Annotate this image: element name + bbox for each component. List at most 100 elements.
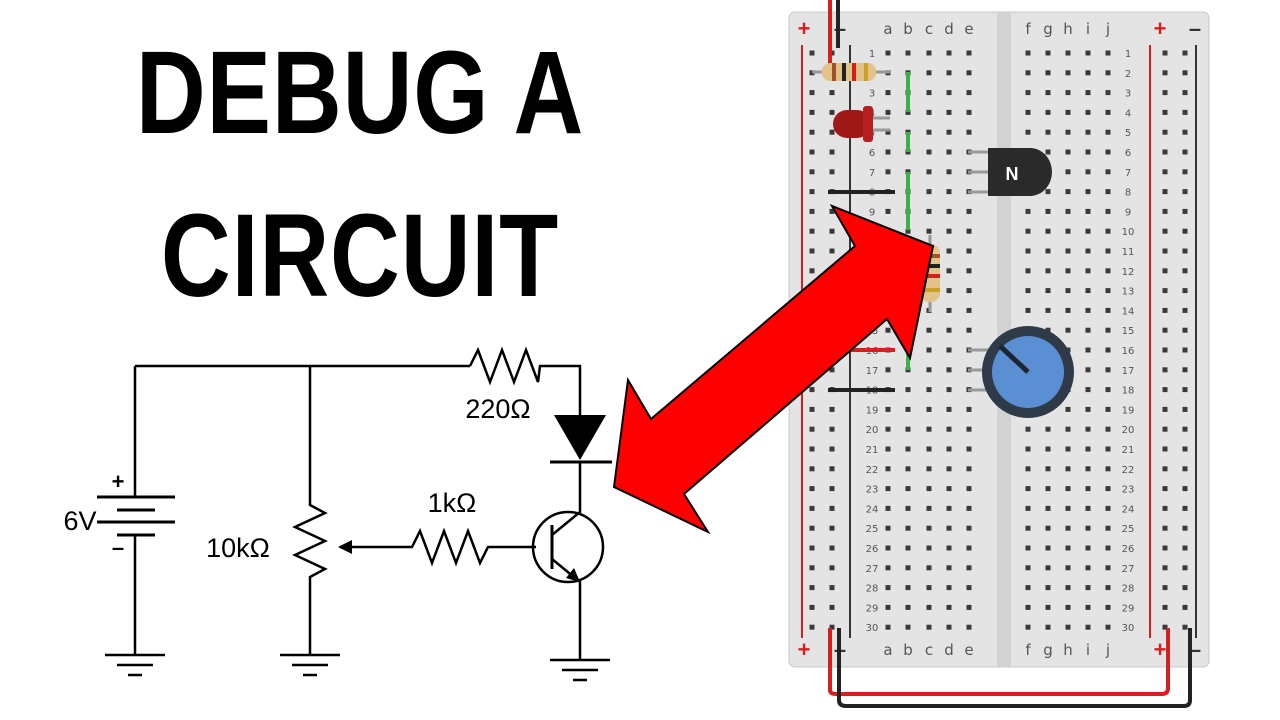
breadboard-hole xyxy=(1182,545,1188,551)
breadboard-hole xyxy=(1065,604,1071,610)
breadboard-hole xyxy=(1025,70,1031,76)
breadboard-hole xyxy=(1045,624,1051,630)
breadboard-hole xyxy=(1065,50,1071,56)
row-label-right: 27 xyxy=(1122,564,1135,575)
breadboard-hole xyxy=(1025,50,1031,56)
breadboard-hole xyxy=(1182,228,1188,234)
breadboard-hole xyxy=(809,466,815,472)
breadboard-hole xyxy=(885,90,891,96)
breadboard-hole xyxy=(885,565,891,571)
breadboard-hole xyxy=(1065,228,1071,234)
breadboard-hole xyxy=(1045,109,1051,115)
breadboard-hole xyxy=(905,604,911,610)
breadboard-hole xyxy=(829,169,835,175)
breadboard-hole xyxy=(926,426,932,432)
breadboard-hole xyxy=(966,228,972,234)
row-label-left: 6 xyxy=(869,148,875,159)
breadboard-hole xyxy=(829,228,835,234)
ground-symbol-2 xyxy=(280,653,340,677)
breadboard-hole xyxy=(1045,585,1051,591)
rail-plus-label-top-right: + xyxy=(1154,16,1167,41)
row-label-left: 23 xyxy=(866,485,879,496)
breadboard-hole xyxy=(1162,129,1168,135)
breadboard-hole xyxy=(946,406,952,412)
breadboard-hole xyxy=(946,466,952,472)
breadboard-hole xyxy=(809,189,815,195)
row-label-right: 30 xyxy=(1122,623,1135,634)
breadboard-hole xyxy=(829,545,835,551)
resistor-horizontal xyxy=(812,63,890,81)
breadboard-hole xyxy=(966,248,972,254)
column-label-g-top: g xyxy=(1043,20,1053,38)
breadboard-hole xyxy=(1105,446,1111,452)
breadboard-hole xyxy=(1065,288,1071,294)
breadboard-hole xyxy=(1085,90,1091,96)
breadboard-hole xyxy=(1162,486,1168,492)
breadboard-hole xyxy=(1105,70,1111,76)
rail-plus-label-top-left: + xyxy=(798,16,811,41)
breadboard-hole xyxy=(1025,505,1031,511)
breadboard-hole xyxy=(829,624,835,630)
breadboard-hole xyxy=(1105,129,1111,135)
breadboard-hole xyxy=(1182,347,1188,353)
breadboard-hole xyxy=(966,505,972,511)
breadboard-hole xyxy=(885,466,891,472)
breadboard-hole xyxy=(1085,169,1091,175)
breadboard-hole xyxy=(809,109,815,115)
breadboard-hole xyxy=(1105,169,1111,175)
column-label-j-top: j xyxy=(1105,20,1110,38)
breadboard-hole xyxy=(809,486,815,492)
breadboard-hole xyxy=(905,426,911,432)
led-diode-symbol xyxy=(554,415,606,460)
breadboard-hole xyxy=(1045,268,1051,274)
breadboard-hole xyxy=(1085,604,1091,610)
row-label-left: 17 xyxy=(866,366,879,377)
breadboard-hole xyxy=(946,288,952,294)
breadboard-hole xyxy=(1045,604,1051,610)
breadboard-hole xyxy=(905,109,911,115)
breadboard-hole xyxy=(885,604,891,610)
breadboard-hole xyxy=(1085,545,1091,551)
potentiometer-knob xyxy=(968,326,1074,418)
breadboard-hole xyxy=(966,129,972,135)
breadboard-hole xyxy=(926,90,932,96)
row-label-left: 3 xyxy=(869,89,875,100)
breadboard-hole xyxy=(905,50,911,56)
breadboard-hole xyxy=(1025,446,1031,452)
breadboard-hole xyxy=(946,149,952,155)
breadboard-hole xyxy=(1162,525,1168,531)
breadboard-hole xyxy=(946,426,952,432)
breadboard-hole xyxy=(809,169,815,175)
breadboard-hole xyxy=(1045,466,1051,472)
breadboard-hole xyxy=(1025,604,1031,610)
breadboard-hole xyxy=(1085,426,1091,432)
breadboard-hole xyxy=(1065,585,1071,591)
breadboard-hole xyxy=(1162,565,1168,571)
breadboard-hole xyxy=(1085,307,1091,313)
column-label-d-bottom: d xyxy=(944,641,954,659)
breadboard-hole xyxy=(1182,565,1188,571)
breadboard-hole xyxy=(809,446,815,452)
breadboard-hole xyxy=(926,446,932,452)
breadboard-hole xyxy=(1105,545,1111,551)
breadboard-hole xyxy=(1065,149,1071,155)
breadboard-hole xyxy=(926,347,932,353)
breadboard-hole xyxy=(946,387,952,393)
breadboard-hole xyxy=(1162,288,1168,294)
row-label-left: 22 xyxy=(866,465,879,476)
breadboard-hole xyxy=(946,189,952,195)
breadboard-hole xyxy=(1045,149,1051,155)
resistor-1k-label: 1kΩ xyxy=(428,488,477,518)
row-label-right: 19 xyxy=(1122,405,1135,416)
breadboard-hole xyxy=(926,565,932,571)
breadboard-hole xyxy=(1085,70,1091,76)
breadboard-hole xyxy=(829,90,835,96)
breadboard-hole xyxy=(885,149,891,155)
breadboard-hole xyxy=(1162,307,1168,313)
breadboard-hole xyxy=(1105,327,1111,333)
breadboard-hole xyxy=(1065,70,1071,76)
row-label-right: 23 xyxy=(1122,485,1135,496)
breadboard-hole xyxy=(1162,327,1168,333)
row-label-right: 7 xyxy=(1125,168,1131,179)
breadboard-hole xyxy=(1182,466,1188,472)
